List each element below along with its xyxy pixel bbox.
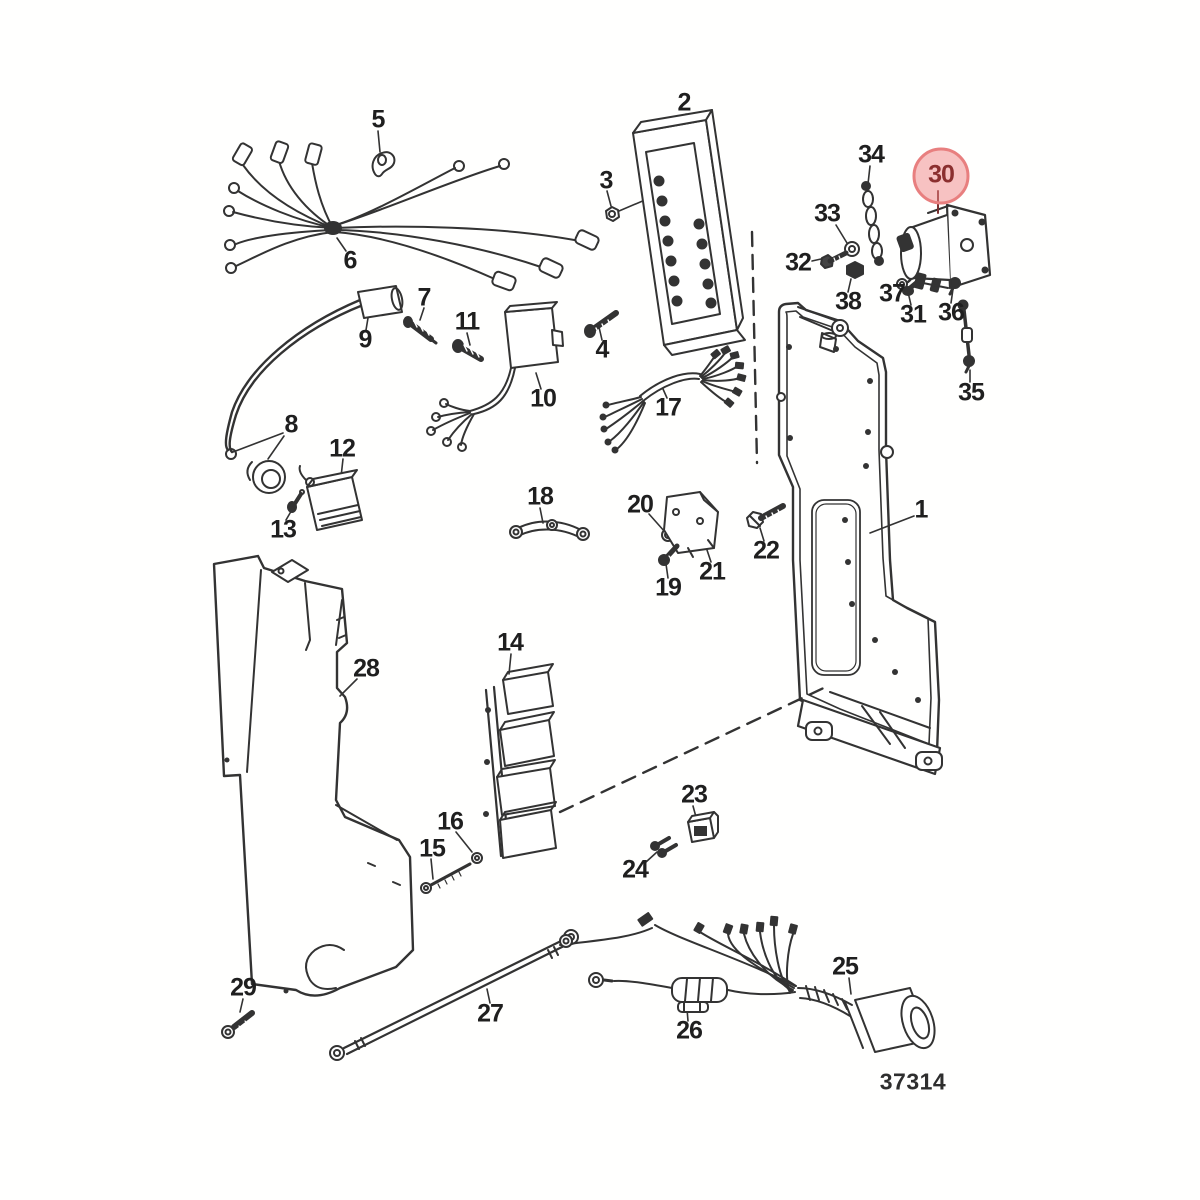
- part-label-36: 36: [938, 298, 965, 327]
- part-label-28: 28: [353, 654, 380, 683]
- part-32-art: [820, 250, 849, 269]
- part-1-art: [776, 301, 943, 776]
- part-25-art: [559, 912, 936, 1053]
- part-label-23: 23: [681, 780, 708, 809]
- part-label-34: 34: [858, 140, 885, 169]
- part-label-24: 24: [622, 855, 649, 884]
- part-label-1: 1: [914, 495, 929, 524]
- part-10-art: [426, 301, 564, 452]
- part-36-art: [948, 277, 961, 296]
- part-4-art: [584, 310, 619, 338]
- part-label-17: 17: [655, 393, 682, 422]
- part-11-art: [452, 339, 484, 362]
- part-31-art: [902, 276, 924, 296]
- part-6-art: [223, 140, 600, 292]
- part-15-art: [420, 862, 472, 894]
- part-label-12: 12: [329, 434, 356, 463]
- part-label-3: 3: [599, 166, 614, 195]
- part-label-4: 4: [595, 335, 610, 364]
- part-21-art: [663, 491, 719, 558]
- part-30-art: [896, 203, 992, 293]
- part-label-29: 29: [230, 973, 257, 1002]
- part-5-art: [371, 151, 396, 178]
- part-34-art: [861, 181, 884, 266]
- part-label-26: 26: [676, 1016, 703, 1045]
- part-label-16: 16: [437, 807, 464, 836]
- part-17-art: [599, 345, 747, 454]
- part-28-art: [212, 554, 415, 997]
- part-label-9: 9: [358, 325, 373, 354]
- part-label-20: 20: [627, 490, 654, 519]
- part-label-27: 27: [477, 999, 504, 1028]
- part-label-31: 31: [900, 300, 927, 329]
- part-label-10: 10: [530, 384, 557, 413]
- part-18-art: [509, 519, 590, 541]
- part-38-art: [846, 261, 864, 279]
- part-label-14: 14: [497, 628, 524, 657]
- part-13-art: [287, 489, 305, 513]
- part-2-art: [632, 109, 746, 356]
- part-label-21: 21: [699, 557, 726, 586]
- part-14-art: [483, 663, 557, 859]
- part-label-11: 11: [454, 307, 480, 336]
- part-37-art: [896, 278, 908, 290]
- part-27-art: [329, 929, 579, 1061]
- part-12-art: [298, 465, 363, 531]
- part-label-2: 2: [677, 88, 692, 117]
- part-label-37: 37: [879, 279, 906, 308]
- part-8-art: [246, 460, 286, 494]
- part-24-art: [650, 836, 678, 858]
- part-19-art: [658, 543, 680, 566]
- part-23-art: [687, 811, 719, 843]
- part-label-8: 8: [284, 410, 299, 439]
- part-label-6: 6: [343, 246, 358, 275]
- part-35-art: [957, 299, 975, 374]
- part-label-19: 19: [655, 573, 682, 602]
- part-9-art: [224, 285, 404, 460]
- part-label-18: 18: [527, 482, 554, 511]
- part-label-5: 5: [371, 105, 386, 134]
- part-16-art: [471, 852, 483, 864]
- part-label-22: 22: [753, 536, 780, 565]
- part-7-art: [403, 316, 438, 345]
- part-29-art: [221, 1010, 255, 1039]
- part-label-7: 7: [417, 283, 432, 312]
- part-3-art: [605, 206, 620, 222]
- part-label-32: 32: [785, 248, 812, 277]
- part-label-38: 38: [835, 287, 862, 316]
- part-label-33: 33: [814, 199, 841, 228]
- drawing-number: 37314: [879, 1068, 947, 1095]
- part-26-art: [677, 1001, 709, 1013]
- part-33-art: [844, 241, 860, 257]
- part-label-25: 25: [832, 952, 859, 981]
- part-label-13: 13: [270, 515, 297, 544]
- part-label-30: 30: [928, 160, 955, 189]
- part-label-35: 35: [958, 378, 985, 407]
- highlight-circle: [912, 147, 970, 205]
- part-22-art: [746, 503, 786, 529]
- part-label-15: 15: [419, 834, 446, 863]
